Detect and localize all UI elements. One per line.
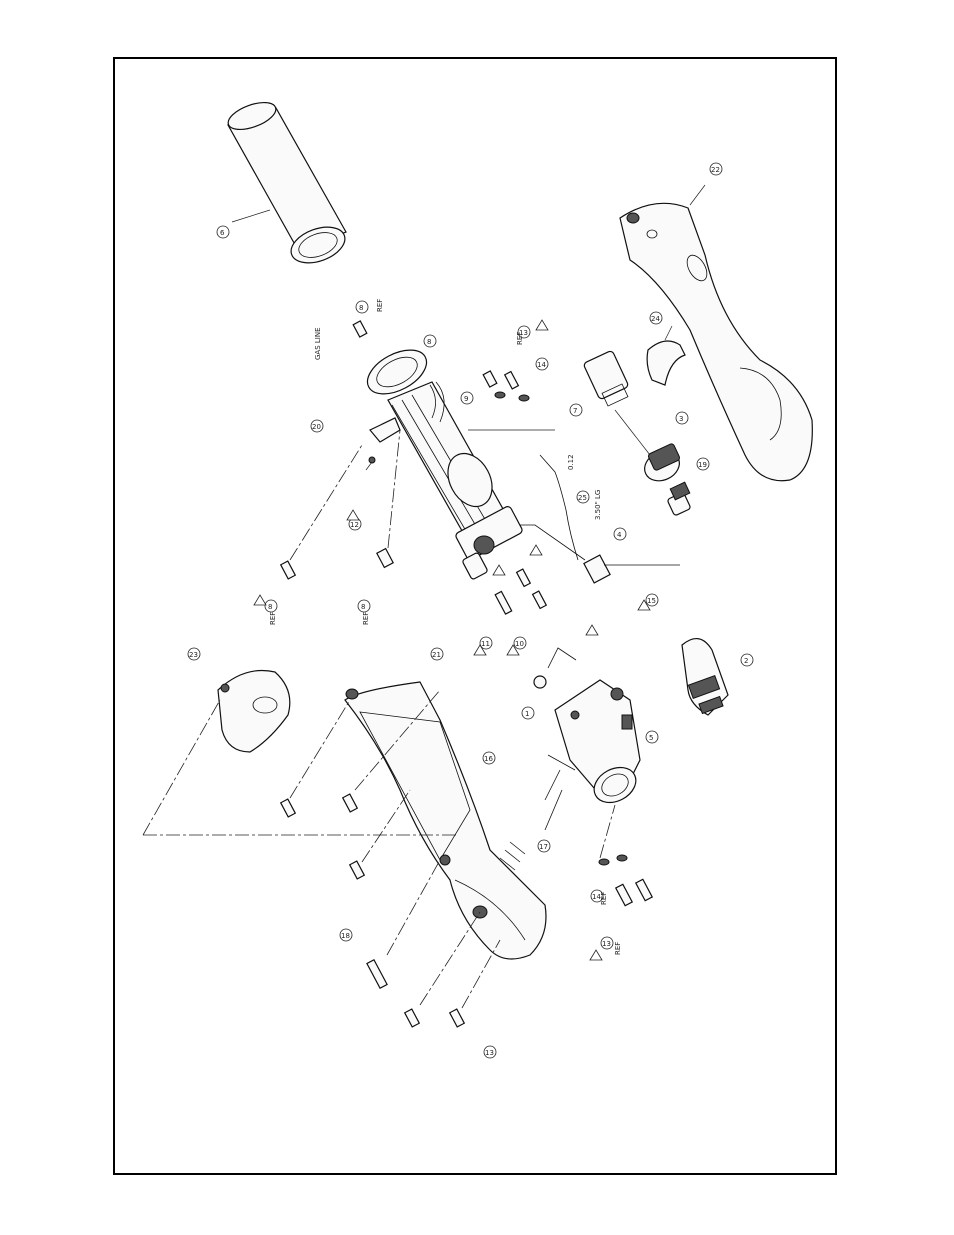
part-23-cover (218, 670, 290, 752)
callout-16: 16 (483, 752, 495, 764)
callout-13-bottom: 13 (601, 937, 613, 949)
callout-8-ref-mid: 8 (358, 600, 370, 612)
svg-text:21: 21 (432, 651, 441, 659)
callout-21: 21 (431, 648, 443, 660)
callout-8-ref-top: 8 (356, 301, 368, 313)
ref-label-13-top: REF (516, 332, 524, 345)
callout-24: 24 (650, 312, 662, 324)
callout-8-ref-left: 8 (265, 600, 277, 612)
callout-17: 17 (538, 840, 550, 852)
svg-text:14: 14 (537, 361, 546, 369)
callout-20: 20 (311, 420, 323, 432)
part-2-trigger-plate (682, 639, 728, 715)
callout-10: 10 (514, 637, 526, 649)
svg-text:1: 1 (525, 710, 529, 718)
svg-text:25: 25 (578, 494, 587, 502)
ref-label-top: REF (376, 299, 384, 312)
callout-9: 9 (461, 392, 473, 404)
svg-text:10: 10 (515, 640, 524, 648)
ref-label-14-bottom: REF (600, 892, 608, 905)
svg-text:8: 8 (361, 603, 365, 611)
svg-text:3: 3 (679, 415, 683, 423)
callout-15: 15 (646, 594, 658, 606)
svg-text:2: 2 (744, 657, 748, 665)
callout-8-top: 8 (424, 335, 436, 347)
ref-label-left: REF (269, 612, 277, 625)
callout-18: 18 (340, 929, 352, 941)
callout-2: 2 (741, 654, 753, 666)
callout-6: 6 (217, 226, 229, 238)
dimension-350: 3.50" LG (594, 490, 602, 520)
callout-13-left: 13 (484, 1046, 496, 1058)
part-6-sleeve (225, 97, 350, 269)
part-5-valve-body (534, 648, 642, 830)
svg-text:9: 9 (464, 395, 468, 403)
svg-text:16: 16 (484, 755, 493, 763)
callout-1: 1 (522, 707, 534, 719)
svg-text:23: 23 (189, 651, 198, 659)
svg-text:6: 6 (220, 229, 225, 237)
callout-3: 3 (676, 412, 688, 424)
svg-text:8: 8 (359, 304, 363, 312)
svg-text:17: 17 (539, 843, 548, 851)
callout-25: 25 (577, 491, 589, 503)
part-22-handle-half (620, 185, 812, 481)
svg-text:4: 4 (617, 531, 622, 539)
part-24-clip (647, 326, 685, 385)
svg-text:8: 8 (268, 603, 272, 611)
gas-line-label: GAS LINE (314, 327, 322, 360)
callout-22: 22 (710, 163, 722, 175)
svg-text:5: 5 (649, 734, 653, 742)
callout-14-top: 14 (536, 358, 548, 370)
svg-text:12: 12 (350, 521, 359, 529)
svg-text:13: 13 (602, 940, 611, 948)
svg-text:24: 24 (651, 315, 660, 323)
ref-label-mid: REF (362, 612, 370, 625)
callout-4: 4 (614, 528, 626, 540)
dimension-012: 0.12 (567, 454, 575, 470)
svg-text:20: 20 (312, 423, 321, 431)
svg-text:8: 8 (427, 338, 431, 346)
svg-text:19: 19 (698, 461, 707, 469)
svg-text:15: 15 (647, 597, 656, 605)
svg-text:11: 11 (481, 640, 490, 648)
torch-body-assembly (360, 341, 523, 580)
svg-text:22: 22 (711, 166, 720, 174)
callout-7: 7 (570, 404, 582, 416)
callout-23: 23 (188, 648, 200, 660)
svg-text:18: 18 (341, 932, 350, 940)
callout-11: 11 (480, 637, 492, 649)
svg-text:13: 13 (485, 1049, 494, 1057)
part-21-handle-shell (345, 682, 546, 959)
callout-19: 19 (697, 458, 709, 470)
ref-label-13-bottom: REF (614, 942, 622, 955)
callout-5: 5 (646, 731, 658, 743)
svg-text:7: 7 (573, 407, 577, 415)
